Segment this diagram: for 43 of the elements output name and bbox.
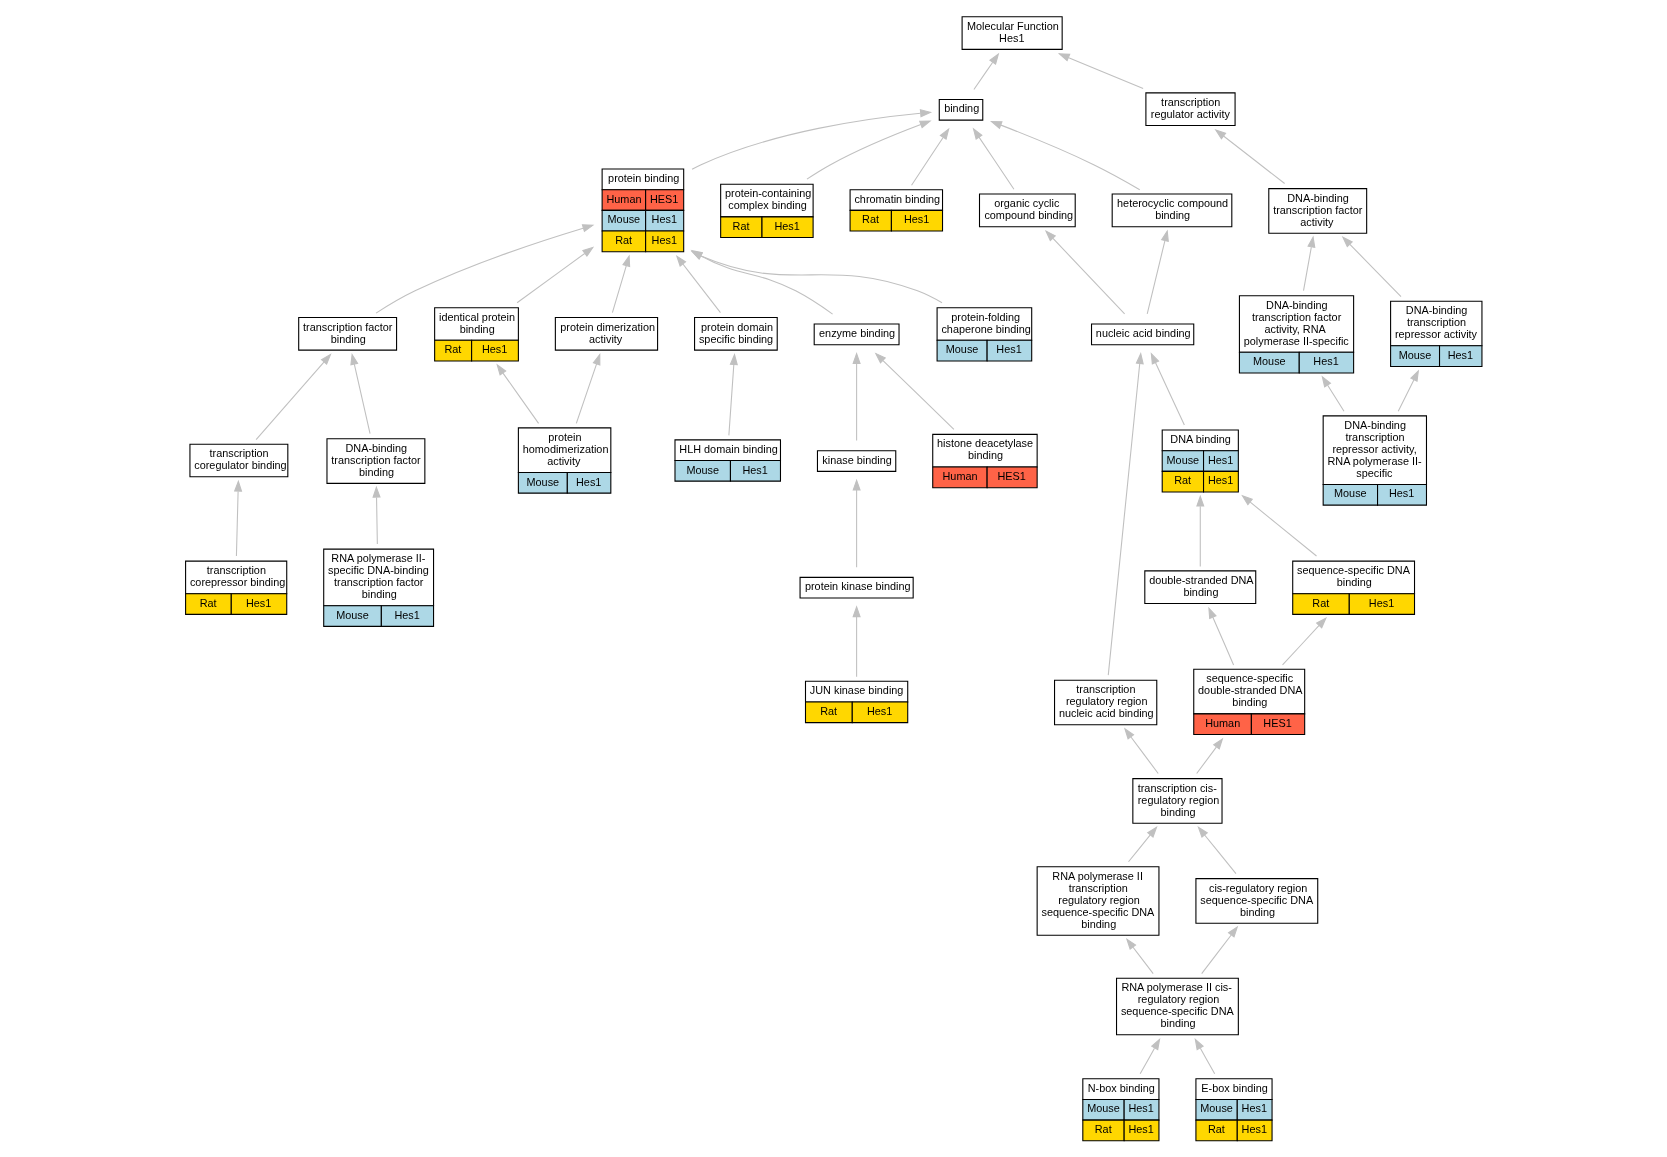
arrow: [1196, 494, 1205, 567]
arrow: [1214, 128, 1286, 185]
arrow: [1044, 229, 1126, 315]
arrow: [1208, 606, 1235, 666]
arrow: [1321, 375, 1345, 412]
arrow: [1196, 737, 1224, 775]
arrow: [611, 254, 631, 314]
arrow: [691, 109, 933, 170]
arrow: [990, 120, 1141, 191]
arrow: [852, 351, 861, 442]
arrow: [806, 120, 932, 180]
arrow: [852, 605, 861, 678]
arrow: [1397, 369, 1420, 412]
arrow: [516, 246, 595, 304]
arrow: [728, 353, 738, 436]
arrow: [1125, 937, 1154, 975]
arrow: [375, 224, 595, 314]
arrow: [1123, 727, 1159, 775]
arrow: [972, 127, 1015, 190]
arrow: [575, 353, 601, 424]
arrow: [1127, 825, 1158, 863]
arrow: [874, 352, 955, 430]
arrow: [233, 479, 243, 557]
arrow: [973, 52, 1000, 90]
arrow: [1201, 925, 1239, 975]
arrow: [1139, 1037, 1161, 1075]
arrow: [1282, 617, 1327, 666]
arrow: [1197, 826, 1237, 875]
arrow: [1341, 236, 1402, 298]
arrow: [911, 127, 950, 186]
arrow: [675, 254, 721, 314]
arrow: [372, 485, 381, 545]
arrow: [496, 363, 540, 424]
arrow: [1146, 229, 1169, 315]
arrow: [1057, 53, 1144, 90]
arrow: [852, 478, 861, 568]
arrow: [1150, 352, 1185, 426]
arrow: [1107, 352, 1144, 676]
arrow: [350, 352, 371, 435]
arrow: [255, 353, 332, 441]
arrow: [1241, 494, 1318, 557]
arrow: [1303, 235, 1316, 292]
arrow: [1194, 1037, 1216, 1075]
